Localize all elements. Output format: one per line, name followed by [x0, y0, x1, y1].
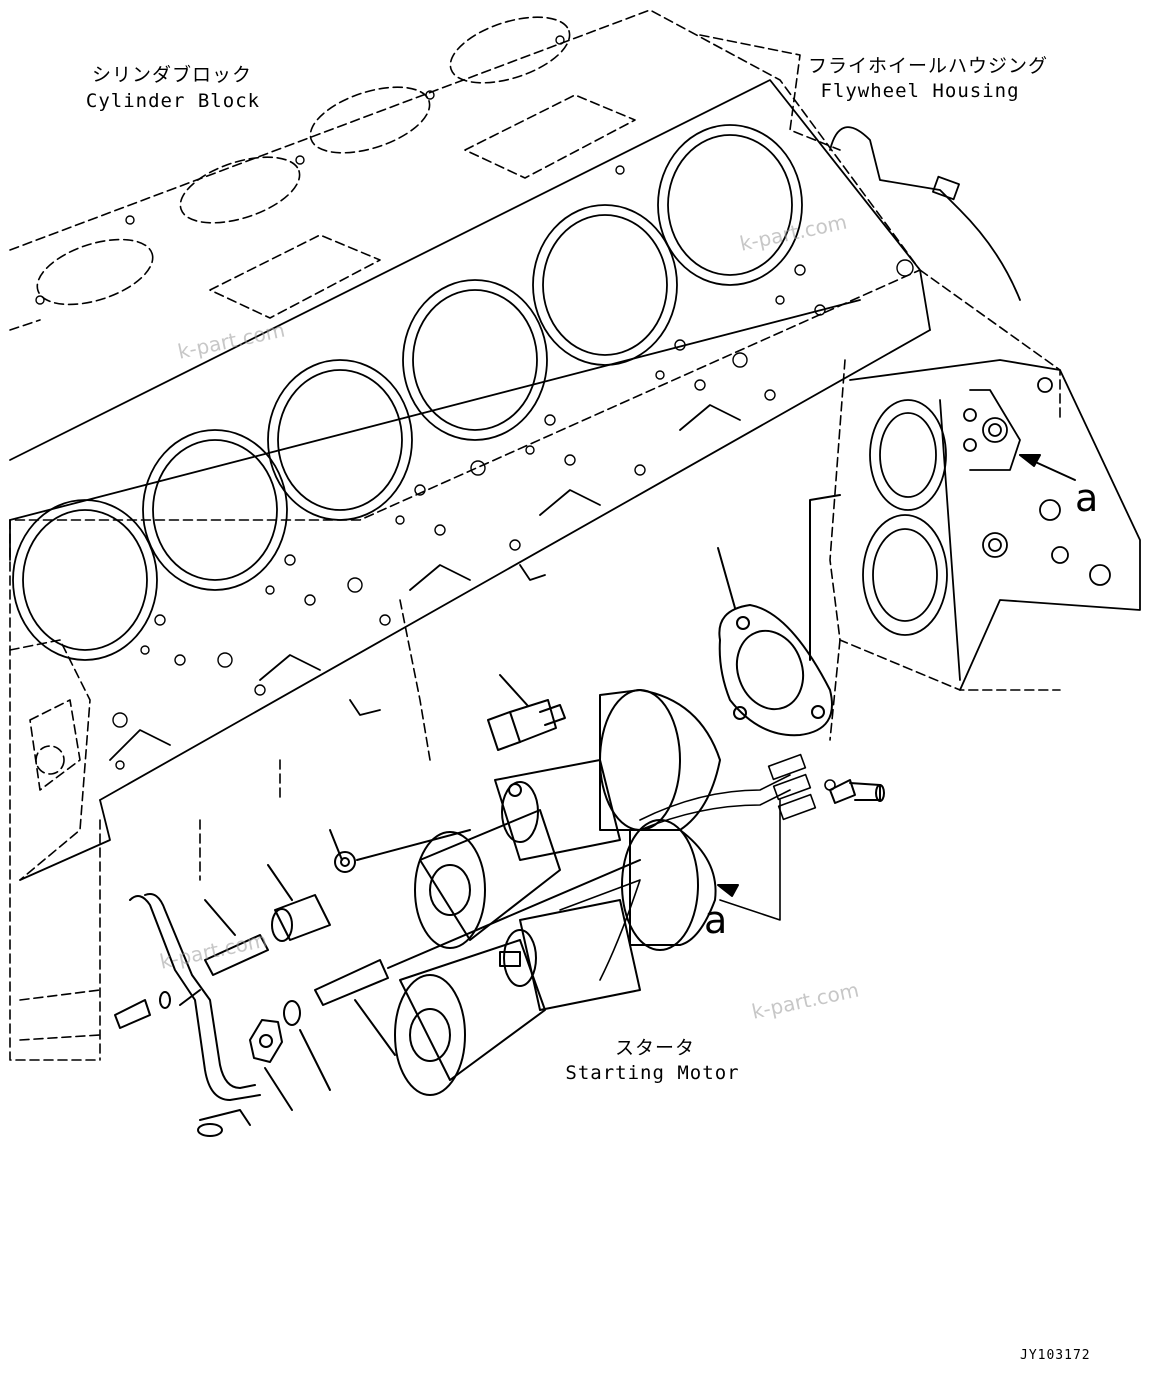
flywheel-housing-label-jp: フライホイールハウジング	[808, 55, 1049, 77]
bolt-upper	[487, 674, 566, 751]
reference-letter-a-upper: a	[1075, 476, 1099, 520]
pipe	[114, 893, 261, 1137]
stud	[314, 859, 641, 1056]
cylinder-block-label-jp: シリンダブロック	[92, 64, 253, 86]
starting-motor-lower	[394, 819, 717, 1096]
washer	[283, 1000, 331, 1091]
flywheel-housing	[829, 126, 1141, 691]
wiring-harness	[559, 753, 817, 981]
nut-upper	[329, 829, 471, 873]
ref-arrow-a-upper	[1019, 454, 1076, 481]
block-side-face	[9, 35, 931, 881]
collar	[267, 864, 331, 942]
nut-lower	[249, 1019, 293, 1111]
washer-small	[824, 779, 836, 791]
starting-motor-upper	[414, 689, 721, 949]
pin	[204, 899, 269, 976]
starter-label-jp: スタータ	[614, 1037, 695, 1059]
gasket	[717, 494, 841, 737]
cylinder-block-label-en: Cylinder Block	[85, 90, 261, 112]
starter-label-en: Starting Motor	[565, 1062, 740, 1084]
drawing-code: JY103172	[1020, 1348, 1091, 1363]
bolt-right	[829, 779, 885, 804]
flywheel-housing-label-en: Flywheel Housing	[820, 80, 1020, 102]
cylinder-block	[9, 9, 1061, 1061]
ref-arrow-a-lower	[717, 884, 739, 897]
reference-letter-a-lower: a	[704, 898, 728, 942]
